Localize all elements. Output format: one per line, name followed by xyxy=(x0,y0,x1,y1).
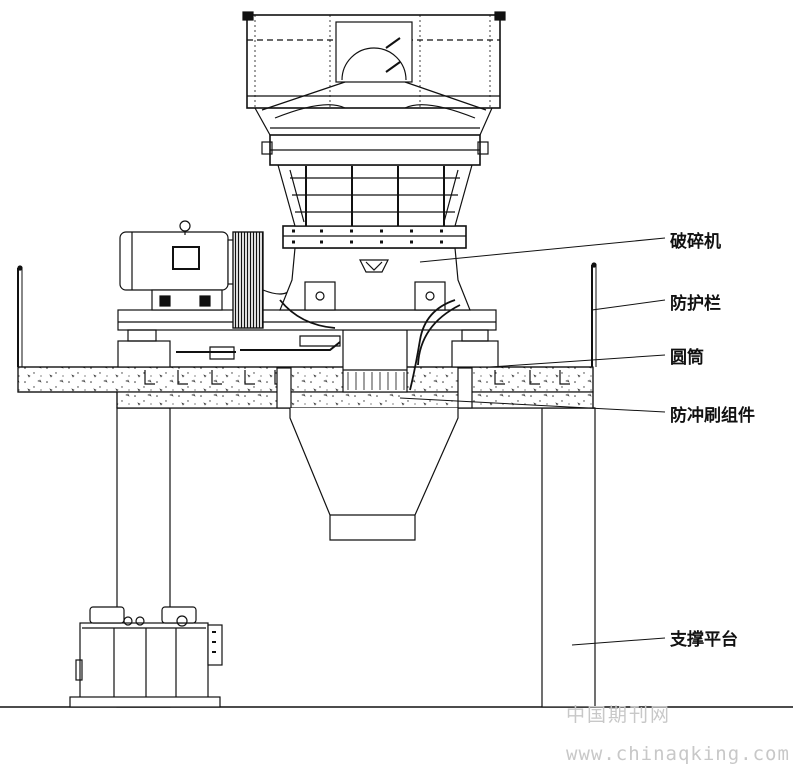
feed-hopper xyxy=(242,11,506,136)
guardrail xyxy=(17,262,597,367)
pipes xyxy=(279,299,461,391)
label-anti-flush-assembly: 防冲刷组件 xyxy=(670,406,755,426)
label-cylinder: 圆筒 xyxy=(670,348,704,368)
crusher-lower-body xyxy=(279,225,471,311)
hydraulic-station xyxy=(69,606,223,708)
label-guardrail: 防护栏 xyxy=(670,294,721,314)
watermark-cn: 中国期刊网 xyxy=(566,704,672,726)
crusher-cone xyxy=(261,134,489,227)
watermark-url: www.chinaqking.com xyxy=(566,743,790,765)
motor xyxy=(119,220,237,311)
discharge-hopper xyxy=(289,408,459,541)
label-support-platform: 支撑平台 xyxy=(670,630,738,650)
leader-lines xyxy=(399,237,666,646)
pulley xyxy=(232,231,294,329)
concrete-slab xyxy=(17,366,594,409)
discharge-cylinder xyxy=(342,329,408,393)
label-crusher: 破碎机 xyxy=(670,232,721,252)
